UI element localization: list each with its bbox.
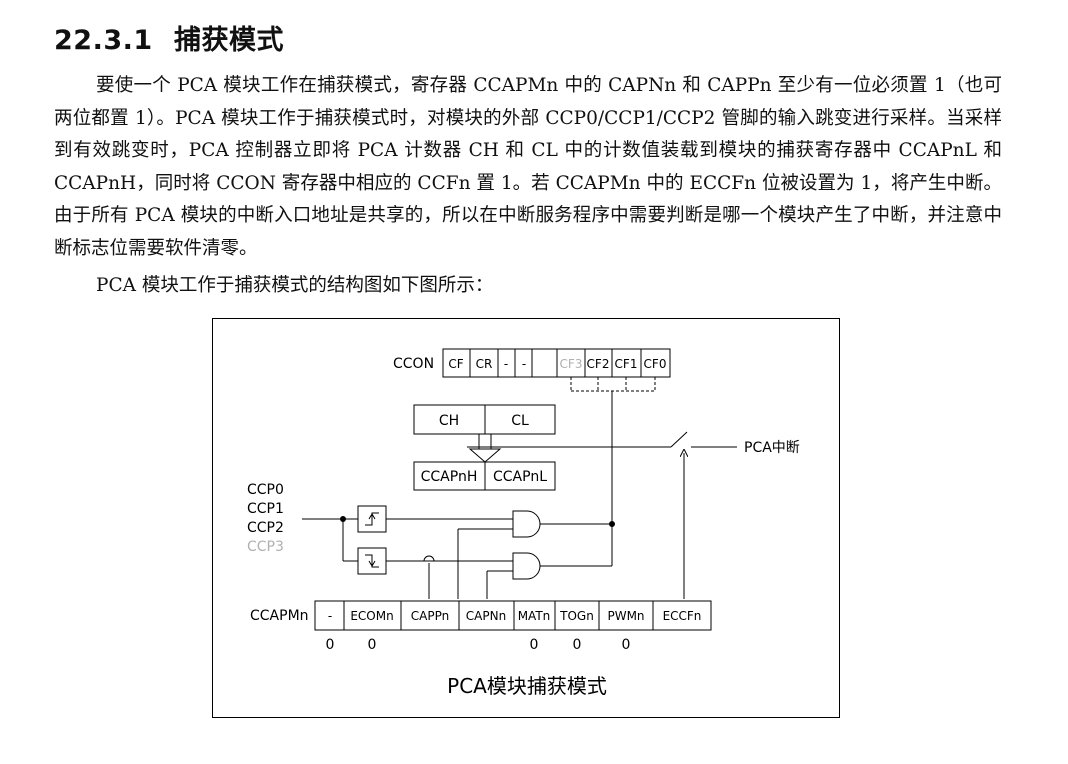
falling-edge-detector: [357, 547, 387, 575]
ccon-bit-6: -: [504, 357, 508, 371]
ccapm-value-ecom: 0: [368, 637, 377, 653]
capture-high: CCAPnH: [421, 469, 478, 485]
capture-low: CCAPnL: [493, 469, 547, 485]
ccapm-bit-pwm: PWMn: [607, 609, 644, 623]
wire-crossing: [423, 555, 435, 562]
counter-ch: CH: [439, 413, 459, 429]
ccon-label: CCON: [393, 356, 434, 372]
ccapm-value-tog: 0: [573, 637, 582, 653]
ccapm-register: - ECOMn CAPPn CAPNn MATn TOGn PWMn ECCFn: [314, 600, 712, 631]
pin-ccp0: CCP0: [247, 482, 284, 498]
rising-edge-detector: [357, 505, 387, 533]
ccon-bit-5: -: [522, 357, 526, 371]
ccon-bit-cf2: CF2: [587, 357, 610, 371]
and-gate-falling: [512, 552, 541, 580]
section-heading: 22.3.1 捕获模式: [54, 18, 284, 57]
counter-cl: CL: [511, 413, 529, 429]
capture-register: CCAPnH CCAPnL: [413, 461, 556, 491]
counter-register: CH CL: [413, 404, 556, 435]
input-junction: [340, 516, 346, 522]
body-paragraph: 要使一个 PCA 模块工作在捕获模式，寄存器 CCAPMn 中的 CAPNn 和…: [54, 75, 1002, 259]
ccon-bit-cf3: CF3: [560, 357, 583, 371]
ccapm-bit-capp: CAPPn: [411, 609, 449, 623]
ccapm-value-mat: 0: [530, 637, 539, 653]
gate-output-wiring: [540, 523, 613, 567]
ccon-register: CF CR - - CF3 CF2 CF1 CF0: [442, 348, 671, 378]
ccapm-value-7: 0: [326, 637, 335, 653]
pin-ccp2: CCP2: [247, 520, 284, 536]
ccapm-value-pwm: 0: [622, 637, 631, 653]
figure-intro: PCA 模块工作于捕获模式的结构图如下图所示：: [96, 275, 494, 296]
input-wiring: [302, 518, 513, 562]
ccapm-bit-tog: TOGn: [559, 609, 594, 623]
gate-enable-wiring: [457, 528, 513, 599]
ccapm-bit-capn: CAPNn: [466, 609, 506, 623]
output-junction: [609, 521, 615, 527]
diagram-caption: PCA模块捕获模式: [447, 674, 607, 698]
ccapm-bit-ecom: ECOMn: [350, 609, 393, 623]
ccapm-bit-7: -: [328, 609, 332, 623]
ccapm-label: CCAPMn: [250, 608, 309, 624]
ccon-bit-cf0: CF0: [644, 357, 667, 371]
interrupt-label: PCA中断: [744, 440, 800, 456]
ccon-bit-cf1: CF1: [615, 357, 638, 371]
ccon-bit-cr: CR: [476, 357, 493, 371]
ccapm-bit-mat: MATn: [518, 609, 551, 623]
interrupt-path: [467, 431, 737, 448]
diagram-svg: CCON CF CR - - CF3 CF2 CF1 CF0: [247, 348, 800, 698]
capture-mode-diagram: CCON CF CR - - CF3 CF2 CF1 CF0: [212, 318, 840, 718]
pin-ccp1: CCP1: [247, 501, 284, 517]
ccf-selector: [570, 377, 656, 392]
pin-ccp3: CCP3: [247, 539, 284, 555]
load-arrow: [468, 434, 502, 463]
section-title: 捕获模式: [174, 25, 284, 56]
section-number: 22.3.1: [54, 25, 153, 56]
and-gate-rising: [512, 510, 541, 538]
ccon-bit-cf: CF: [448, 357, 463, 371]
ccapm-bit-eccf: ECCFn: [663, 609, 702, 623]
